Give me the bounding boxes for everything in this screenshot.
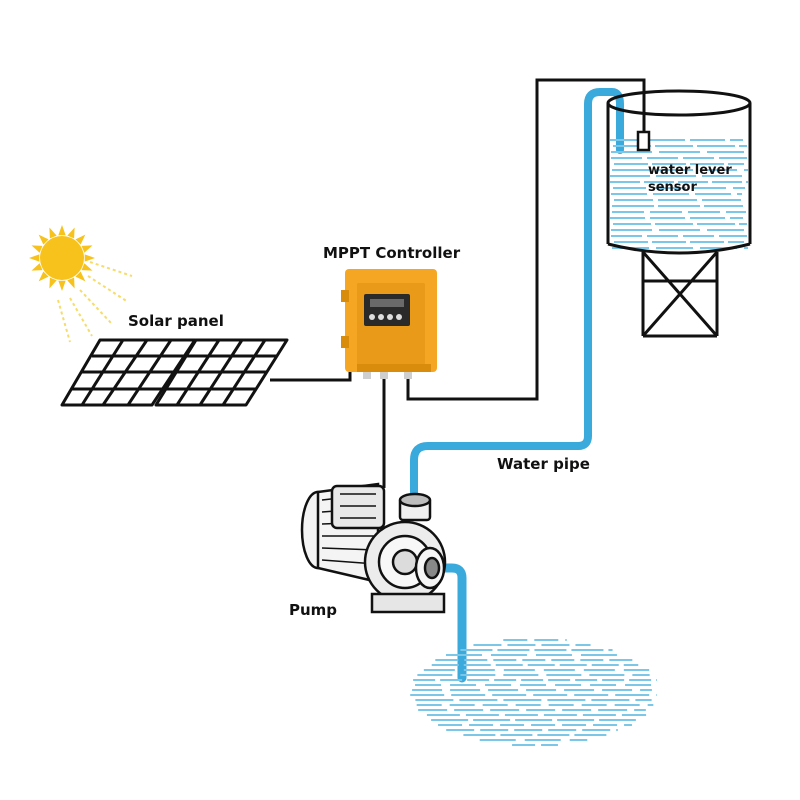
- pump: [300, 482, 447, 614]
- water-pipe-label: Water pipe: [497, 455, 590, 473]
- sensor-label-line1: water lever: [648, 163, 732, 178]
- pump-label: Pump: [289, 601, 337, 619]
- water-level-sensor: [636, 130, 651, 152]
- ground-water: [410, 639, 657, 746]
- sensor-label-line2: sensor: [648, 180, 697, 195]
- mppt-controller-label: MPPT Controller: [323, 244, 461, 262]
- water-tank: [606, 89, 752, 338]
- sun-icon: [29, 225, 133, 343]
- mppt-controller: [341, 269, 437, 379]
- solar-panel: [60, 338, 289, 407]
- solar-panel-label: Solar panel: [128, 312, 224, 330]
- water-pipe: [410, 88, 624, 683]
- wires: [270, 78, 646, 488]
